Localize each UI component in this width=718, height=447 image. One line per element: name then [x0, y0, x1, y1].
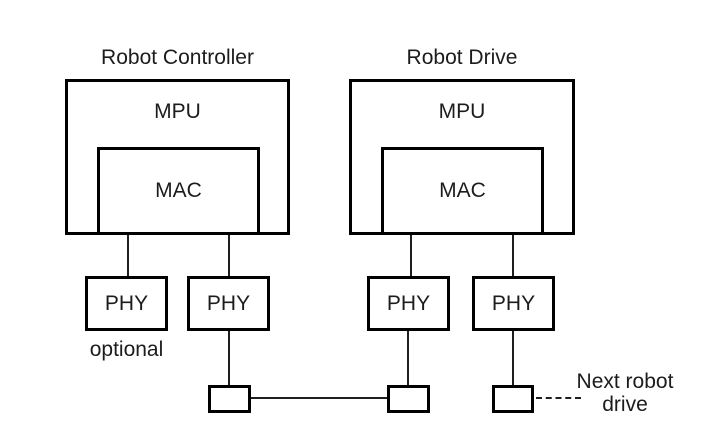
drive-mpu-label: MPU	[438, 100, 486, 123]
drive-out-connector-box	[492, 385, 534, 413]
next-robot-drive-note: Next robot drive	[576, 370, 674, 416]
controller-phy-main-box: PHY	[187, 276, 270, 331]
drive-phy-in-to-connector-line	[407, 331, 409, 385]
robot-drive-title: Robot Drive	[406, 46, 518, 69]
drive-mac-to-phy-in-line	[410, 235, 412, 276]
drive-phy-out-to-connector-line	[512, 331, 514, 385]
controller-mac-to-phy-main-line	[228, 235, 230, 276]
optional-note: optional	[89, 338, 164, 361]
drive-phy-out-label: PHY	[491, 291, 536, 315]
robot-controller-title: Robot Controller	[101, 46, 254, 69]
controller-connector-box	[208, 385, 251, 413]
drive-phy-in-box: PHY	[367, 276, 450, 331]
controller-mac-to-phy-optional-line	[127, 235, 129, 276]
controller-mpu-label: MPU	[154, 100, 201, 123]
controller-phy-optional-label: PHY	[104, 291, 149, 315]
drive-mac-label: MAC	[439, 179, 486, 202]
drive-mac-to-phy-out-line	[512, 235, 514, 276]
controller-phy-to-connector-line	[228, 331, 230, 385]
drive-phy-out-box: PHY	[472, 276, 555, 331]
drive-phy-in-label: PHY	[386, 291, 431, 315]
controller-phy-main-label: PHY	[206, 291, 251, 315]
controller-mac-box: MAC	[97, 147, 260, 235]
controller-phy-optional-box: PHY	[85, 276, 168, 331]
drive-mac-box: MAC	[381, 147, 544, 235]
drive-in-connector-box	[387, 385, 430, 413]
next-drive-dashed-line	[536, 397, 581, 399]
controller-drive-link-line	[251, 397, 387, 399]
controller-mac-label: MAC	[155, 179, 202, 202]
